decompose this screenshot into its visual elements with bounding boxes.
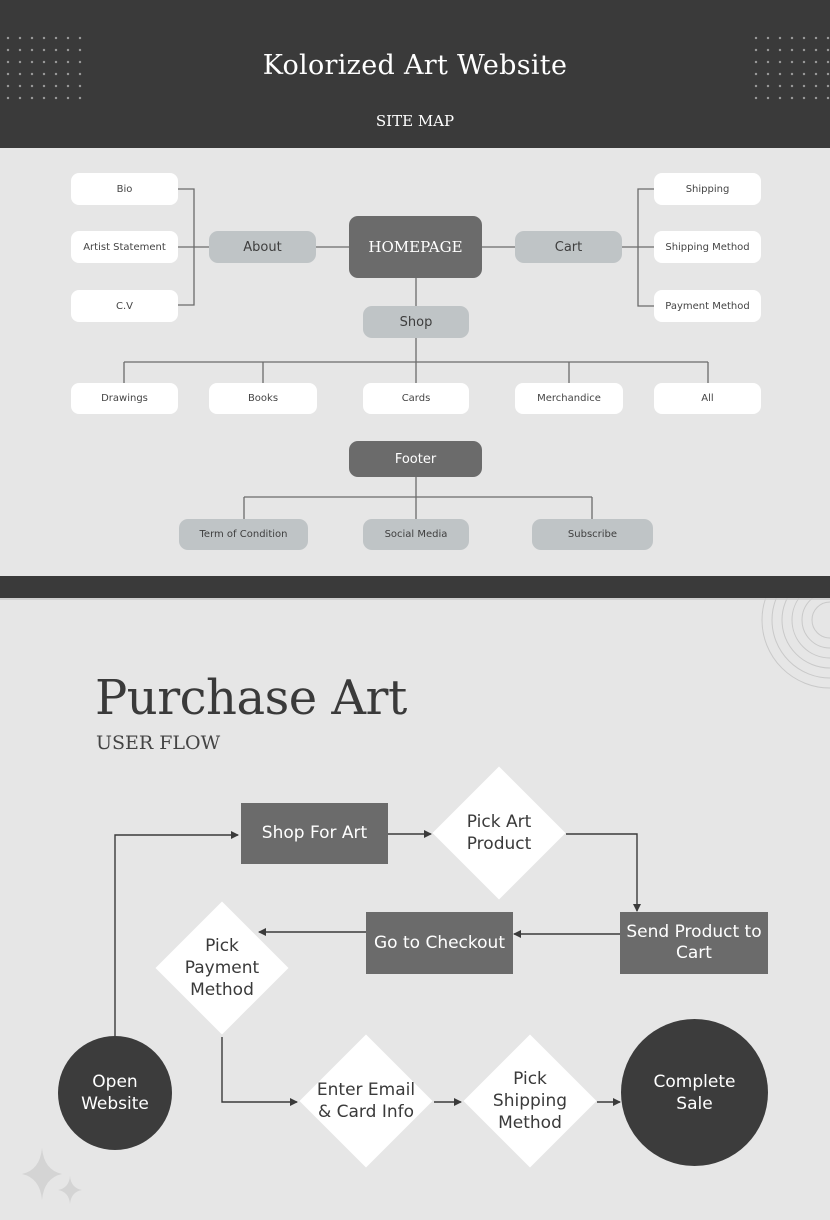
node-homepage: HOMEPAGE xyxy=(349,216,482,278)
dot-grid-left-decoration xyxy=(2,32,82,102)
step-pick-payment-method: Pick Payment Method xyxy=(184,936,260,1000)
dot-grid-right-decoration xyxy=(750,32,830,102)
step-complete-sale: Complete Sale xyxy=(621,1019,768,1166)
node-subscribe: Subscribe xyxy=(532,519,653,550)
step-shop-for-art: Shop For Art xyxy=(241,803,388,864)
sparkle-icon xyxy=(22,1148,82,1204)
node-payment-method: Payment Method xyxy=(654,290,761,322)
sitemap-title: Kolorized Art Website xyxy=(262,50,568,81)
userflow-title: Purchase Art xyxy=(95,670,407,726)
sitemap-header xyxy=(0,0,830,148)
node-social-media: Social Media xyxy=(363,519,469,550)
node-term-of-condition: Term of Condition xyxy=(179,519,308,550)
node-bio: Bio xyxy=(71,173,178,205)
node-merchandice: Merchandice xyxy=(515,383,623,414)
node-shop: Shop xyxy=(363,306,469,338)
node-artist-statement: Artist Statement xyxy=(71,231,178,263)
node-books: Books xyxy=(209,383,317,414)
step-pick-art-product: Pick Art Product xyxy=(466,812,532,854)
step-go-to-checkout: Go to Checkout xyxy=(366,912,513,974)
sitemap-subtitle: SITE MAP xyxy=(375,112,455,130)
step-pick-shipping-method: Pick Shipping Method xyxy=(492,1069,568,1133)
userflow-subtitle: USER FLOW xyxy=(96,732,221,754)
node-shipping: Shipping xyxy=(654,173,761,205)
node-footer: Footer xyxy=(349,441,482,477)
sitemap-connectors xyxy=(123,188,709,519)
node-cart: Cart xyxy=(515,231,622,263)
step-open-website: Open Website xyxy=(58,1036,172,1150)
node-drawings: Drawings xyxy=(71,383,178,414)
sitemap-footer-bar xyxy=(0,576,830,598)
node-cards: Cards xyxy=(363,383,469,414)
step-enter-email-card-info: Enter Email & Card Info xyxy=(316,1080,416,1122)
node-shipping-method: Shipping Method xyxy=(654,231,761,263)
arc-lines-decoration xyxy=(761,598,830,689)
node-cv: C.V xyxy=(71,290,178,322)
step-send-product-to-cart: Send Product to Cart xyxy=(620,912,768,974)
node-about: About xyxy=(209,231,316,263)
node-all: All xyxy=(654,383,761,414)
